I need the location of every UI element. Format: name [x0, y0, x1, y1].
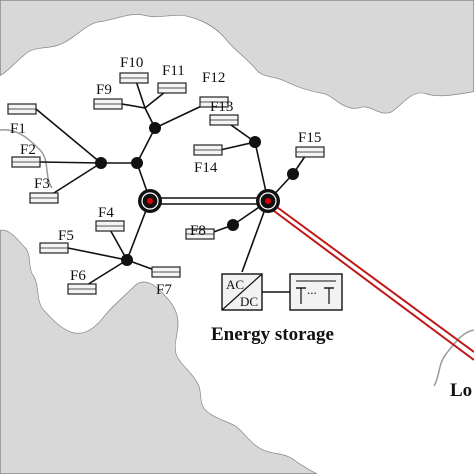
feeder-label-f3: F3	[34, 176, 50, 192]
acdc-converter: AC DC	[221, 273, 263, 311]
junction-node	[95, 157, 107, 169]
battery-dots: ...	[307, 282, 317, 297]
map-interior	[0, 14, 474, 474]
offpage-label: Lo	[450, 380, 472, 401]
hub-right-dot	[265, 198, 271, 204]
feeder-label-f9: F9	[96, 82, 112, 98]
feeder-label-f4: F4	[98, 205, 114, 221]
feeder-label-f1: F1	[10, 121, 26, 137]
feeder-label-f11: F11	[162, 63, 185, 79]
hub-left	[138, 189, 162, 213]
junction-node	[227, 219, 239, 231]
battery-bank: ...	[289, 273, 343, 311]
feeder-label-f13: F13	[210, 99, 233, 115]
feeder-label-f12: F12	[202, 70, 225, 86]
feeder-label-f8: F8	[190, 223, 206, 239]
map-border-line	[433, 329, 474, 387]
energy-storage-caption: Energy storage	[211, 324, 334, 345]
transmission-line	[269, 201, 474, 361]
junction-node	[131, 157, 143, 169]
feeder-box-stripes	[8, 77, 324, 290]
junction-nodes	[95, 122, 299, 266]
junction-node	[249, 136, 261, 148]
feeder-label-f15: F15	[298, 130, 321, 146]
feeder-label-f10: F10	[120, 55, 143, 71]
converter-dc-label: DC	[240, 294, 258, 309]
feeder-label-f6: F6	[70, 268, 86, 284]
converter-ac-label: AC	[226, 277, 244, 292]
junction-node	[121, 254, 133, 266]
feeder-label-f2: F2	[20, 142, 36, 158]
feeder-label-f5: F5	[58, 228, 74, 244]
map-border-line	[0, 129, 53, 189]
feeder-label-f7: F7	[156, 282, 172, 298]
junction-node	[287, 168, 299, 180]
hub-left-dot	[147, 198, 153, 204]
junction-node	[149, 122, 161, 134]
hub-right	[256, 189, 280, 213]
feeder-label-f14: F14	[194, 160, 218, 176]
